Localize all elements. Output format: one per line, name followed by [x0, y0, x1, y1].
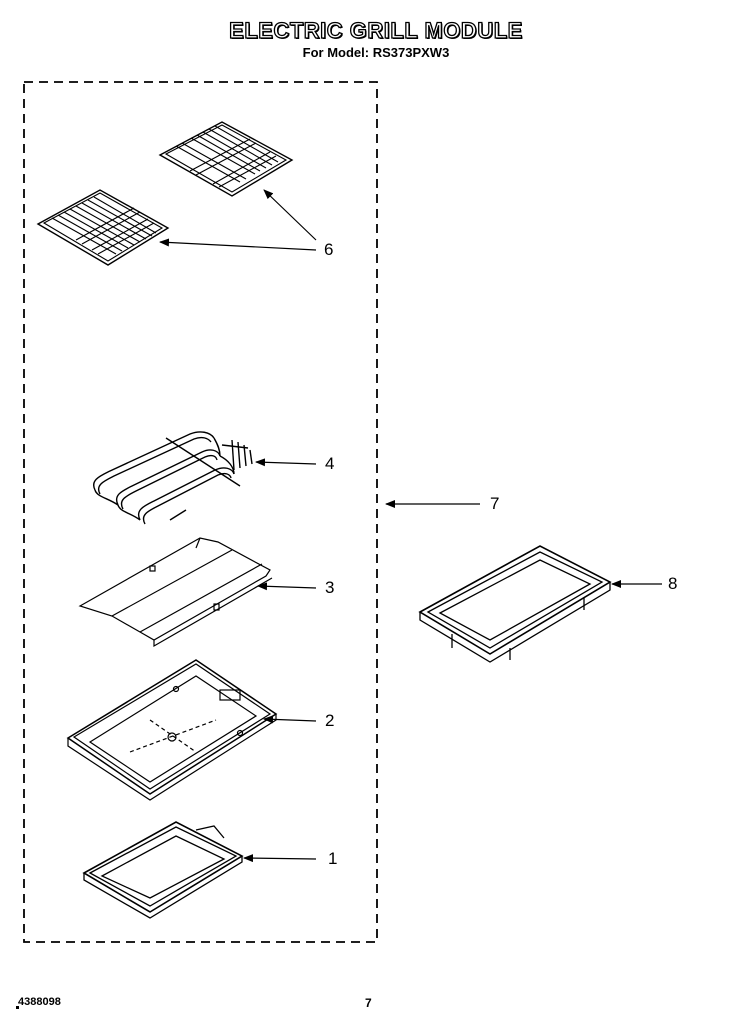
callout-6: 6 — [324, 240, 334, 259]
part-number: 4388098 — [18, 996, 61, 1008]
heating-element-icon — [93, 431, 253, 525]
callout-3: 3 — [325, 578, 335, 597]
page-title: ELECTRIC GRILL MODULE — [229, 17, 523, 43]
callout-1: 1 — [328, 849, 338, 868]
drip-tray-icon — [82, 821, 244, 919]
module-kit-outline — [23, 81, 378, 943]
leader-4 — [255, 458, 317, 467]
grill-grate-icon — [36, 121, 294, 266]
grill-cover-icon — [418, 545, 612, 663]
leader-3 — [257, 582, 317, 591]
callout-8: 8 — [668, 574, 678, 593]
footer-dot — [16, 1006, 19, 1009]
grill-basin-icon — [66, 659, 278, 801]
page-number: 7 — [365, 996, 372, 1010]
leader-1 — [243, 854, 317, 863]
reflector-pan-icon — [78, 537, 273, 648]
leader-6b — [159, 238, 317, 251]
callout-7: 7 — [490, 494, 500, 513]
leader-6a — [263, 189, 317, 241]
leader-2 — [263, 715, 317, 724]
callout-2: 2 — [325, 711, 335, 730]
model-subtitle: For Model: RS373PXW3 — [302, 45, 450, 60]
callout-4: 4 — [325, 454, 335, 473]
